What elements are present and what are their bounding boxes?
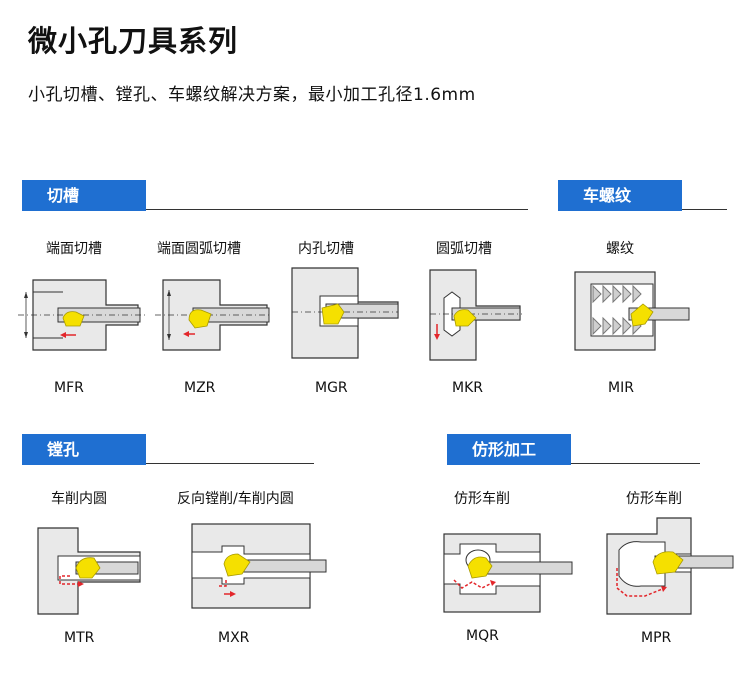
section-divider-profiling	[571, 463, 700, 464]
code-mgr: MGR	[315, 380, 348, 396]
mqr-illustration	[442, 524, 574, 614]
item-label-mkr: 圆弧切槽	[436, 241, 492, 257]
code-mkr: MKR	[452, 380, 483, 396]
code-mfr: MFR	[54, 380, 84, 396]
item-label-mir: 螺纹	[606, 241, 634, 257]
page-subtitle: 小孔切槽、镗孔、车螺纹解决方案，最小加工孔径1.6mm	[28, 85, 476, 105]
section-header-threading: 车螺纹	[558, 180, 682, 211]
mtr-illustration	[36, 526, 141, 616]
code-mtr: MTR	[64, 630, 95, 646]
section-header-boring: 镗孔	[22, 434, 146, 465]
section-header-profiling: 仿形加工	[447, 434, 571, 465]
mfr-illustration	[18, 270, 148, 360]
mxr-illustration	[190, 522, 330, 610]
mgr-illustration	[290, 266, 400, 360]
item-label-mqr: 仿形车削	[454, 491, 510, 507]
section-title-grooving: 切槽	[47, 186, 80, 205]
item-label-mgr: 内孔切槽	[298, 241, 354, 257]
mzr-illustration	[155, 270, 275, 360]
code-mzr: MZR	[184, 380, 216, 396]
section-title-profiling: 仿形加工	[472, 440, 537, 459]
item-label-mzr: 端面圆弧切槽	[157, 241, 241, 257]
code-mxr: MXR	[218, 630, 250, 646]
code-mpr: MPR	[641, 630, 672, 646]
code-mqr: MQR	[466, 628, 499, 644]
item-label-mpr: 仿形车削	[626, 491, 682, 507]
section-title-threading: 车螺纹	[583, 186, 632, 205]
section-divider-grooving	[146, 209, 528, 210]
mkr-illustration	[428, 268, 523, 362]
page-title: 微小孔刀具系列	[28, 24, 239, 58]
item-label-mfr: 端面切槽	[46, 241, 102, 257]
mpr-illustration	[605, 516, 735, 616]
mir-illustration	[573, 270, 691, 352]
item-label-mxr: 反向镗削/车削内圆	[177, 491, 294, 507]
code-mir: MIR	[608, 380, 634, 396]
section-header-grooving: 切槽	[22, 180, 146, 211]
section-divider-threading	[682, 209, 727, 210]
section-title-boring: 镗孔	[47, 440, 80, 459]
section-divider-boring	[146, 463, 314, 464]
item-label-mtr: 车削内圆	[51, 491, 107, 507]
